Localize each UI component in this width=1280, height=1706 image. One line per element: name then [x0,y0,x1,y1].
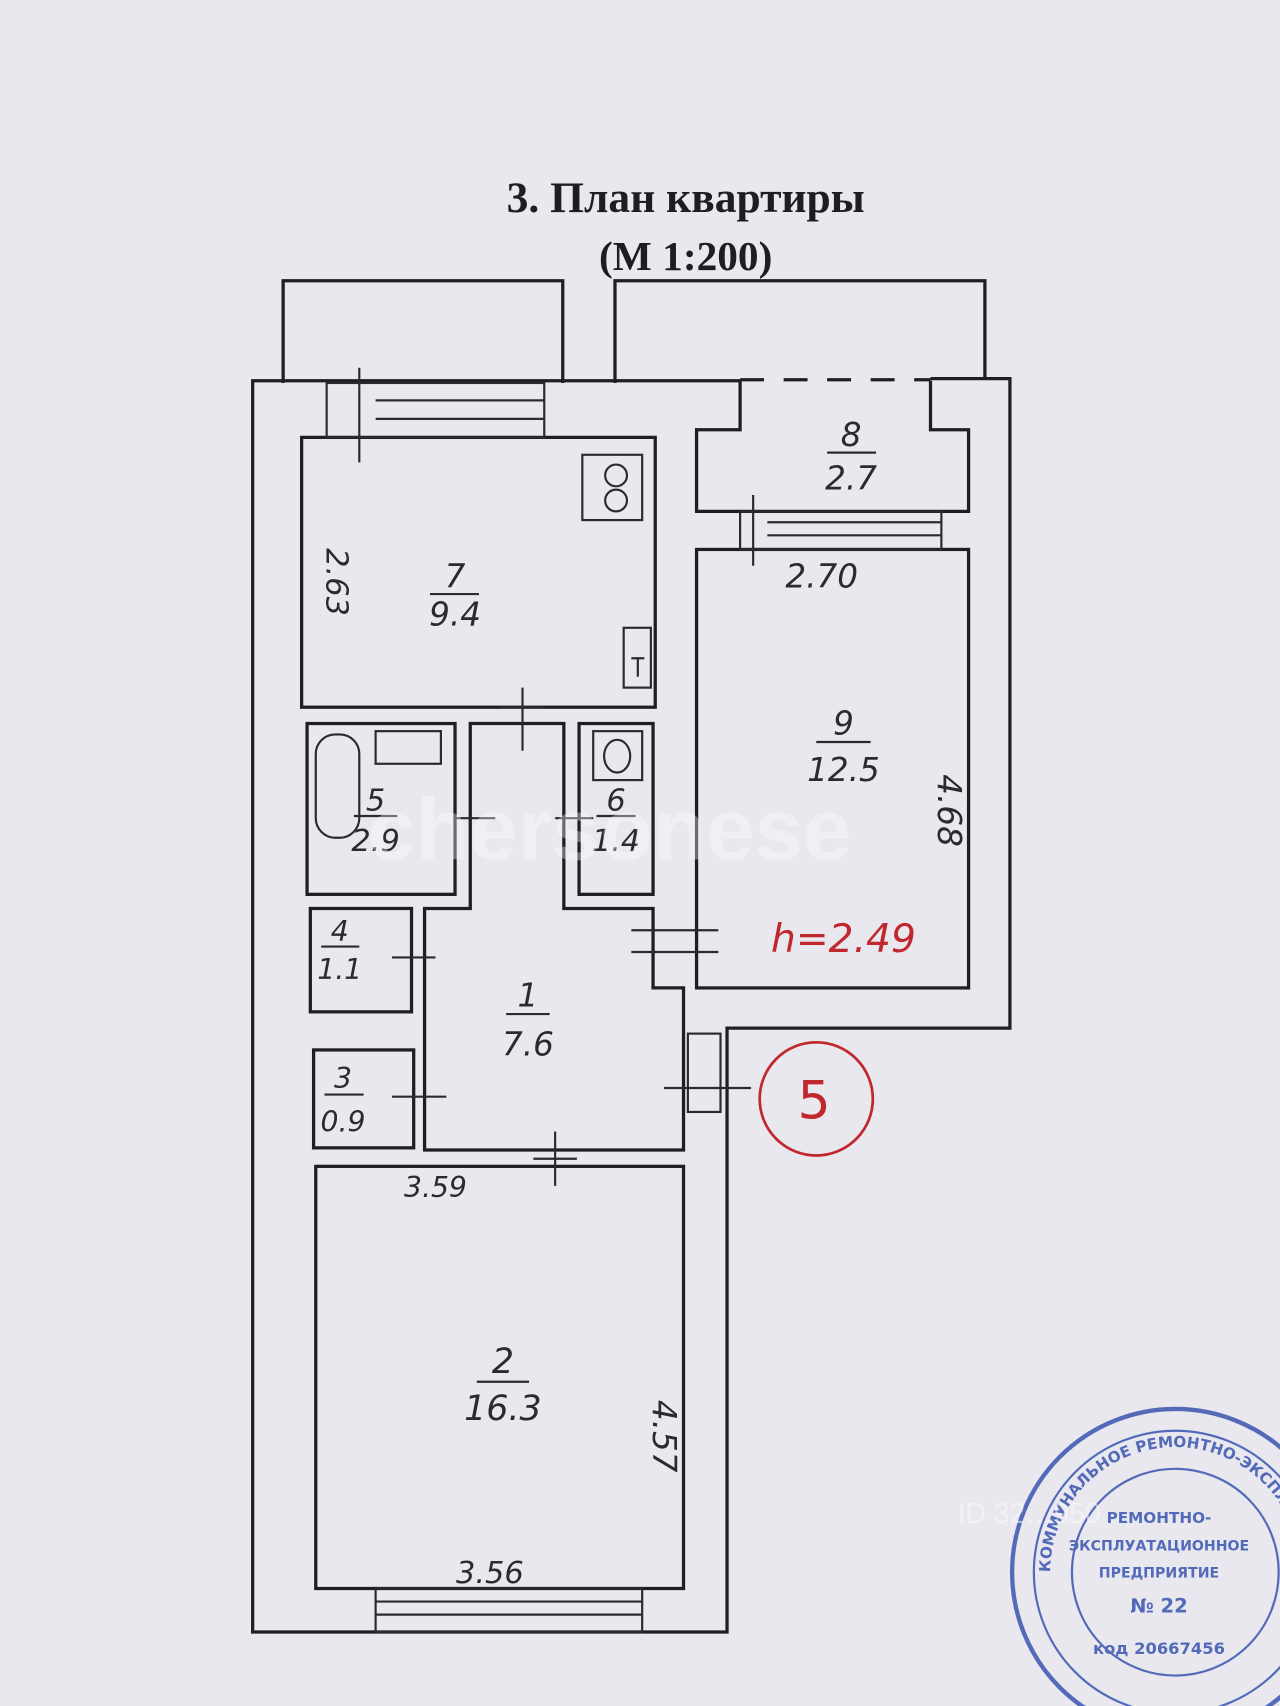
room-1-outline [422,721,686,1152]
balconies [281,279,987,383]
svg-text:9.4: 9.4 [429,596,481,634]
room-8-label: 82.7 [825,416,877,498]
room-9-label: 912.5 [807,704,880,789]
svg-text:код 20667456: код 20667456 [1093,1639,1225,1658]
svg-text:№ 22: № 22 [1130,1594,1188,1617]
svg-text:8: 8 [841,416,862,454]
room-6-label: 61.4 [592,784,640,859]
room-2-label: 216.3 [464,1342,541,1429]
svg-text:ПРЕДПРИЯТИЕ: ПРЕДПРИЯТИЕ [1099,1566,1219,1582]
plan-title: 3. План квартиры [507,174,865,222]
ceiling-height: h=2.49 [771,917,916,962]
watermark-id: ID 32…950 [958,1497,1101,1529]
svg-text:2.70: 2.70 [785,558,858,596]
svg-text:4.57: 4.57 [645,1400,683,1473]
svg-text:7.6: 7.6 [502,1025,554,1063]
svg-text:7: 7 [445,558,466,596]
svg-text:2: 2 [492,1342,514,1382]
room-4-label: 41.1 [317,915,362,986]
room-3-label: 30.9 [320,1062,365,1139]
washbasin-icon [374,730,442,765]
room-labels: 79.4 82.7 912.5 52.9 61.4 41.1 17.6 30.9… [317,416,880,1429]
svg-text:9: 9 [833,704,854,742]
windows [325,367,943,1634]
room-1-label: 17.6 [502,976,554,1063]
outer-walls [251,376,1012,1634]
dimension-labels: 2.63 2.70 4.68 3.59 4.57 3.56 [319,548,968,1591]
svg-text:3: 3 [334,1062,352,1095]
watermark: chersonese [368,782,852,879]
svg-text:4: 4 [331,915,349,948]
svg-text:РЕМОНТНО-: РЕМОНТНО- [1107,1509,1212,1527]
stove-icon [581,453,644,522]
svg-text:1.4: 1.4 [592,824,640,859]
doors [391,687,751,1186]
sink-icon [622,626,652,689]
room-3-outline [311,1048,416,1150]
svg-text:5: 5 [366,784,385,819]
room-6-outline [577,721,655,896]
svg-text:ЭКСПЛУАТАЦИОННОЕ: ЭКСПЛУАТАЦИОННОЕ [1069,1538,1249,1554]
room-4-outline [308,906,414,1014]
plan-scale: (М 1:200) [599,233,772,280]
circled-number-ring [758,1040,875,1157]
toilet-icon [592,730,644,782]
red-annotations: h=2.49 5 [758,917,916,1157]
fixtures [314,453,652,839]
circled-number: 5 [797,1071,830,1131]
room-7-label: 79.4 [429,558,481,634]
svg-text:2.9: 2.9 [351,824,399,859]
svg-text:12.5: 12.5 [807,751,880,789]
svg-text:0.9: 0.9 [320,1106,365,1139]
svg-text:1.1: 1.1 [317,953,362,986]
svg-text:3.59: 3.59 [404,1171,467,1204]
room-5-outline [305,721,457,896]
svg-text:4.68: 4.68 [930,774,968,847]
bathtub-icon [314,733,361,839]
svg-text:2.63: 2.63 [319,548,354,616]
room-5-label: 52.9 [351,784,399,859]
svg-text:16.3: 16.3 [464,1389,541,1429]
svg-text:3.56: 3.56 [456,1556,524,1591]
svg-text:6: 6 [606,784,625,819]
svg-text:2.7: 2.7 [825,460,877,498]
svg-text:1: 1 [518,976,539,1014]
